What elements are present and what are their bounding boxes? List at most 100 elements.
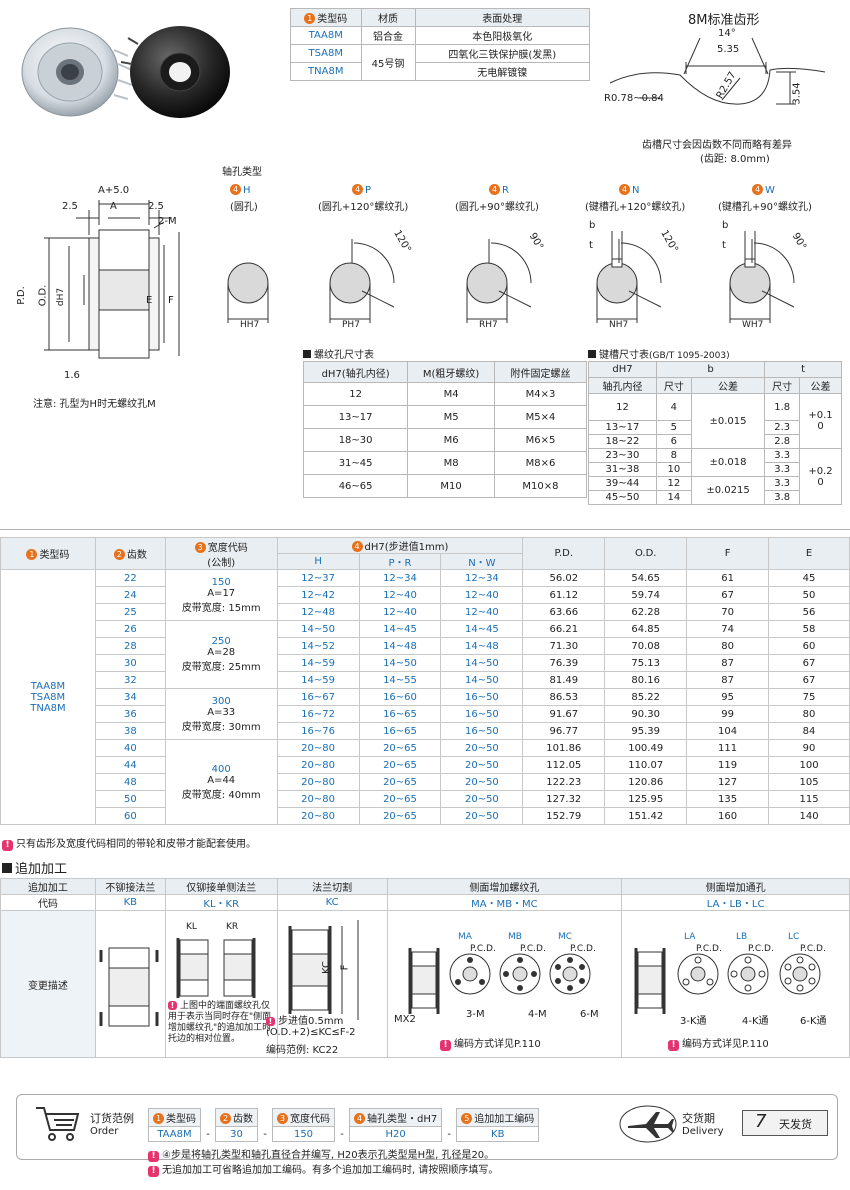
spec-cell: 119 (686, 756, 770, 774)
bore-dim-label: HH7 (240, 320, 260, 330)
keyway-b-label: b (722, 220, 729, 231)
spec-cell: 12~42 (276, 586, 360, 604)
keyway-t-label: t (589, 240, 593, 251)
spec-cell: 95 (686, 688, 770, 706)
spec-cell: 152.79 (522, 807, 606, 825)
key-cell: 2.8 (764, 434, 801, 449)
pulley-section-drawing (44, 200, 180, 359)
spec-cell: 20~50 (440, 807, 524, 825)
spec-cell: 127 (686, 773, 770, 791)
order-dash: - (206, 1128, 210, 1140)
screw-cell: M8 (407, 451, 495, 475)
delivery-label-en: Delivery (682, 1126, 724, 1137)
spec-cell: 80 (768, 705, 850, 723)
spec-cell: 135 (686, 790, 770, 808)
key-cell: 12 (588, 393, 657, 421)
spec-cell: 20~80 (276, 807, 360, 825)
dim-a5: A+5.0 (98, 185, 130, 196)
key-cell: 3.3 (764, 462, 801, 477)
pulley-photo-black (120, 26, 230, 118)
lc-label: LC (788, 932, 800, 942)
surface-cell: 无电解镀镍 (414, 62, 591, 81)
key-cell: 4 (655, 393, 692, 421)
spec-cell: 70.08 (604, 637, 688, 655)
proc-klkr-cell (164, 910, 278, 1058)
teeth-cell: 26 (94, 620, 166, 638)
key-cell: 2.3 (764, 420, 801, 435)
delivery-days-label: 天发货 (779, 1118, 812, 1131)
header-h: H (276, 553, 360, 570)
key-header-b: b (655, 361, 766, 378)
processing-title: 追加加工 (2, 858, 67, 877)
key-header-size: 尺寸 (764, 377, 801, 394)
key-cell: 6 (655, 434, 692, 449)
spec-cell: 50 (768, 586, 850, 604)
bore-code: N (632, 185, 640, 196)
klkr-drawing (176, 938, 256, 998)
bore-drawing-p (329, 239, 395, 323)
k6-label: 6-K通 (800, 1016, 827, 1027)
spec-cell: 14~50 (276, 620, 360, 638)
teeth-cell: 22 (94, 569, 166, 587)
order-dash: - (447, 1128, 452, 1140)
order-value: TAA8M (148, 1126, 201, 1142)
key-cell: 8 (655, 448, 692, 463)
tooth-depth-label: 3.54 (791, 82, 803, 105)
spec-cell: 56.02 (522, 569, 606, 587)
header-e: E (768, 537, 850, 570)
spec-cell: 54.65 (604, 569, 688, 587)
key-cell: ±0.015 (690, 393, 766, 449)
pulley-note: 注意: 孔型为H时无螺纹孔M (33, 399, 156, 410)
bore-dim-label: NH7 (609, 320, 629, 330)
m6-label: 6-M (580, 1009, 599, 1020)
order-value: H20 (348, 1126, 443, 1142)
spec-cell: 16~72 (276, 705, 360, 723)
spec-cell: 59.74 (604, 586, 688, 604)
tooth-angle-label: 14° (718, 28, 736, 39)
spec-cell: 125.95 (604, 790, 688, 808)
spec-cell: 12~40 (358, 586, 442, 604)
kc-step: !步进值0.5mm (266, 1012, 343, 1027)
spec-cell: 67 (768, 654, 850, 672)
teeth-cell: 34 (94, 688, 166, 706)
dim-t16: 1.6 (64, 370, 80, 381)
spec-cell: 75.13 (604, 654, 688, 672)
spec-cell: 16~50 (440, 705, 524, 723)
spec-cell: 20~50 (440, 739, 524, 757)
screw-header: dH7(轴孔内径) (302, 361, 409, 383)
pcd-label: P.C.D. (470, 944, 496, 954)
spec-cell: 56 (768, 603, 850, 621)
spec-cell: 14~45 (358, 620, 442, 638)
proc-desc-label: 变更描述 (0, 910, 96, 1058)
cart-icon (36, 1107, 80, 1141)
spec-cell: 74 (686, 620, 770, 638)
screw-table-title: 螺纹孔尺寸表 (303, 346, 374, 361)
key-cell: 1.8 (764, 393, 801, 421)
screw-cell: M5×4 (493, 405, 588, 429)
proc-code: LA・LB・LC (621, 894, 850, 911)
spec-cell: 100.49 (604, 739, 688, 757)
header-nw: N・W (440, 553, 524, 570)
bore-code: P (365, 185, 372, 196)
bore-desc: (圆孔+120°螺纹孔) (318, 202, 409, 213)
spec-cell: 20~65 (358, 773, 442, 791)
screw-cell: M5 (407, 405, 495, 429)
material-header: 材质 (360, 8, 416, 27)
proc-col-name: 侧面增加通孔 (621, 878, 850, 895)
spec-cell: 16~76 (276, 722, 360, 740)
la-code-ref: !编码方式详见P.110 (668, 1035, 769, 1051)
key-cell: 10 (655, 462, 692, 477)
